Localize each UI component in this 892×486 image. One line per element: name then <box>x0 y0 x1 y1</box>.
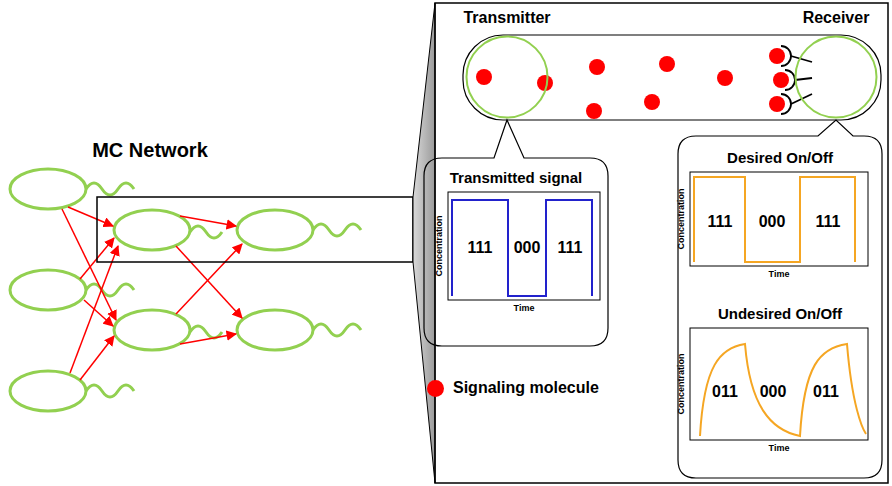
bit-label: 111 <box>558 239 583 257</box>
node-text: Desired On/Off <box>727 150 833 167</box>
node-outline <box>465 35 549 119</box>
undesired-wave <box>700 344 866 436</box>
desired-wave <box>694 177 855 262</box>
network-arrows <box>62 207 242 380</box>
cell-network <box>10 169 361 411</box>
bit-label: 111 <box>468 239 493 257</box>
axis-label: Concentration <box>677 353 687 414</box>
callout-outline <box>424 120 608 346</box>
molecules <box>476 48 789 119</box>
axis-label: Time <box>514 304 535 314</box>
axis-label: Concentration <box>435 215 445 276</box>
node-text: Transmitter <box>463 9 550 27</box>
channel <box>463 35 881 120</box>
bit-label: 000 <box>760 383 787 401</box>
bit-label: 000 <box>514 239 541 257</box>
network-title: MC Network <box>92 139 208 161</box>
node-text: Receiver <box>803 9 870 27</box>
bit-label: 111 <box>816 213 841 231</box>
legend-swatch <box>427 380 444 397</box>
legend-text: Signaling molecule <box>453 379 599 397</box>
axis-label: Concentration <box>677 188 687 249</box>
bit-label: 011 <box>813 383 839 401</box>
zoom-box <box>97 197 413 262</box>
bit-label: 111 <box>708 213 733 231</box>
node-text: Transmitted signal <box>450 170 583 187</box>
callout-outline <box>678 120 882 478</box>
node-text: Undesired On/Off <box>718 306 842 323</box>
zoom-panel <box>435 3 888 483</box>
chart-frames <box>448 172 868 440</box>
bit-label: 000 <box>759 213 786 231</box>
transmitter-cell: Transmitter <box>465 35 549 119</box>
cell-outline <box>467 37 548 118</box>
axis-label: Time <box>769 444 790 454</box>
receiver-cell: Receiver <box>794 35 878 119</box>
axis-label: Time <box>769 270 790 280</box>
bit-label: 011 <box>712 383 738 401</box>
cell-outline <box>796 37 877 118</box>
onoff-callout: Desired On/OffUndesired On/Off <box>678 136 882 478</box>
node-outline <box>794 35 878 119</box>
transmitted-wave <box>452 200 592 296</box>
